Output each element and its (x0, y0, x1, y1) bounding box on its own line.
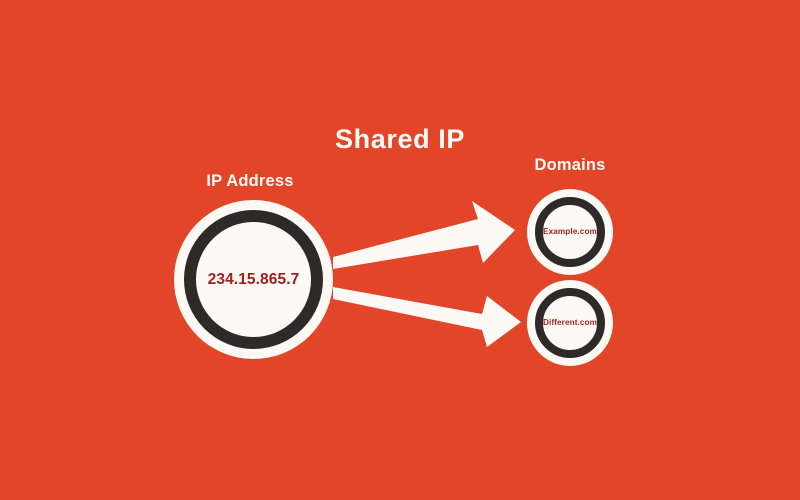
ip-address-label: IP Address (206, 172, 294, 190)
ip-address-node: 234.15.865.7 (174, 200, 333, 359)
domain-node-ring: Example.com (535, 197, 605, 267)
ip-address-node-ring: 234.15.865.7 (184, 210, 323, 349)
domain-node-ring: Different.com (535, 288, 605, 358)
ip-address-value: 234.15.865.7 (207, 270, 300, 288)
arrow-to-different (333, 287, 521, 347)
domain-node: Example.com (527, 189, 613, 275)
domains-label: Domains (534, 156, 606, 174)
domain-value: Example.com (543, 226, 597, 236)
domain-node: Different.com (527, 280, 613, 366)
domain-value: Different.com (542, 317, 598, 327)
arrow-to-example (333, 201, 515, 269)
diagram-title: Shared IP (335, 124, 465, 154)
